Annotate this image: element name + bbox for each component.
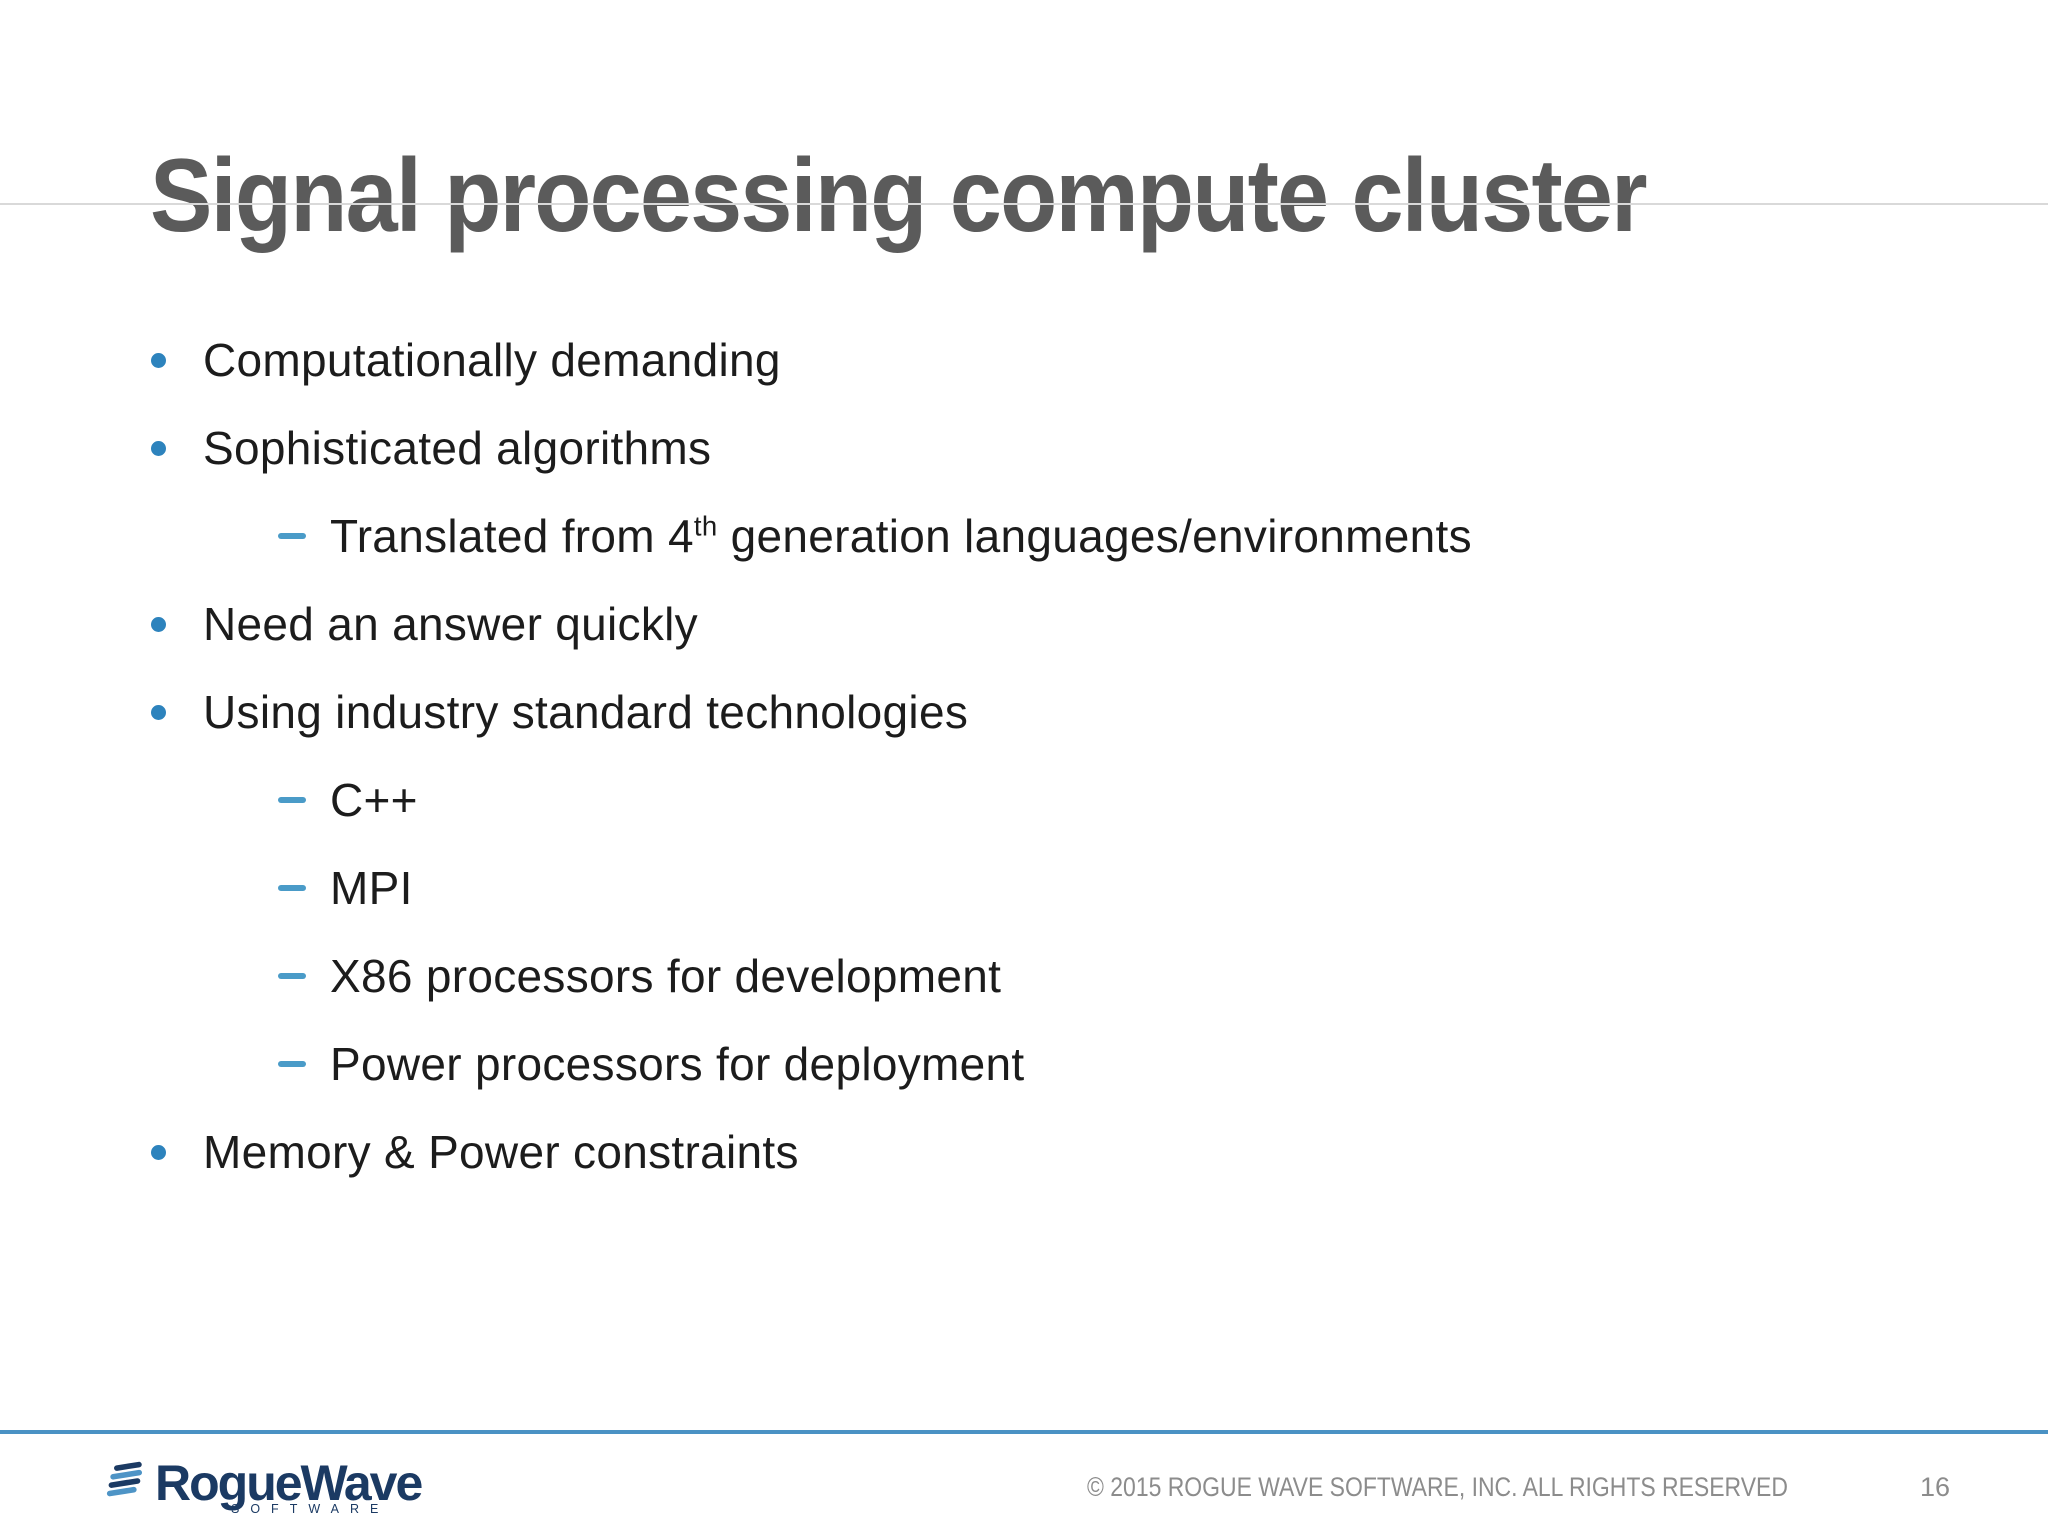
bullet-list: Computationally demanding Sophisticated … xyxy=(0,316,2048,1196)
dash-icon xyxy=(278,885,306,891)
bullet-item: Memory & Power constraints xyxy=(0,1108,2048,1196)
bullet-text-suffix: generation languages/environments xyxy=(717,510,1472,562)
dash-icon xyxy=(278,973,306,979)
sub-bullet-item: X86 processors for development xyxy=(0,932,2048,1020)
dash-icon xyxy=(278,533,306,539)
bullet-text: Computationally demanding xyxy=(203,334,781,386)
bullet-item: Need an answer quickly xyxy=(0,580,2048,668)
logo-wordmark: RogueWave xyxy=(155,1455,423,1511)
bullet-text-prefix: Translated from 4 xyxy=(330,510,694,562)
bullet-dot-icon xyxy=(151,352,166,368)
sub-bullet-item: Power processors for deployment xyxy=(0,1020,2048,1108)
bullet-text: Memory & Power constraints xyxy=(203,1126,799,1178)
logo-text: RogueWave SOFTWARE xyxy=(155,1455,423,1516)
sub-bullet-item: MPI xyxy=(0,844,2048,932)
slide-title: Signal processing compute cluster xyxy=(150,137,1648,254)
bullet-item: Sophisticated algorithms xyxy=(0,404,2048,492)
bullet-text-superscript: th xyxy=(693,510,718,542)
dash-icon xyxy=(278,1061,306,1067)
bullet-item: Using industry standard technologies xyxy=(0,668,2048,756)
bullet-item: Computationally demanding xyxy=(0,316,2048,404)
bullet-text: Translated from 4th generation languages… xyxy=(330,509,1472,563)
bullet-text: MPI xyxy=(330,862,413,914)
logo-subtext: SOFTWARE xyxy=(231,1502,390,1516)
bullet-text: C++ xyxy=(330,774,418,826)
footer-divider xyxy=(0,1430,2048,1434)
bullet-text: Power processors for deployment xyxy=(330,1038,1025,1090)
bullet-dot-icon xyxy=(151,440,166,456)
bullet-text: Sophisticated algorithms xyxy=(203,422,712,474)
sub-bullet-item: Translated from 4th generation languages… xyxy=(0,492,2048,580)
wave-icon xyxy=(106,1461,143,1497)
bullet-dot-icon xyxy=(151,616,166,632)
bullet-dot-icon xyxy=(151,704,166,720)
bullet-text: X86 processors for development xyxy=(330,950,1002,1002)
bullet-text: Need an answer quickly xyxy=(203,598,698,650)
copyright-text: © 2015 ROGUE WAVE SOFTWARE, INC. ALL RIG… xyxy=(1087,1472,1788,1502)
sub-bullet-item: C++ xyxy=(0,756,2048,844)
title-divider xyxy=(0,203,2048,205)
rogue-wave-logo: RogueWave SOFTWARE xyxy=(103,1455,423,1516)
page-number: 16 xyxy=(1920,1472,1951,1502)
bullet-dot-icon xyxy=(151,1144,166,1160)
dash-icon xyxy=(278,797,306,803)
bullet-text: Using industry standard technologies xyxy=(203,686,969,738)
